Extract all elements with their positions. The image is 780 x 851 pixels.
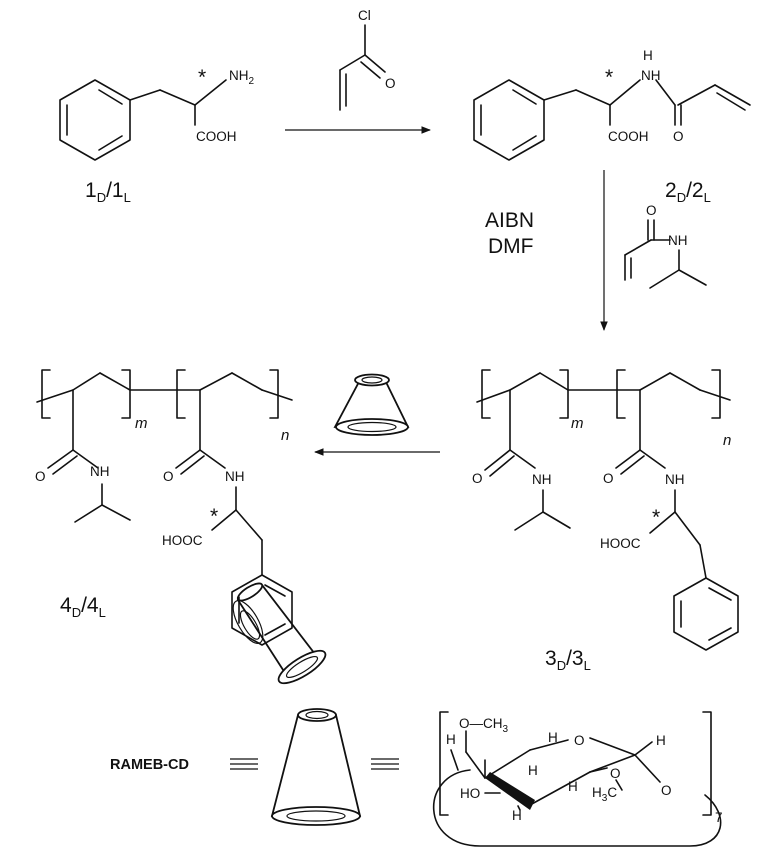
cyclodextrin-icon <box>333 373 410 436</box>
hydroxyl-label: HO <box>460 786 480 801</box>
amide-o-4a: O <box>35 469 46 484</box>
stereo-star-1: * <box>198 66 206 89</box>
condition-aibn: AIBN <box>485 209 534 232</box>
ring-h-bottom: H <box>512 808 522 823</box>
ring-h-left: H <box>446 732 456 747</box>
methoxy2-oxygen: O <box>610 766 621 781</box>
label-compound-4: 4D/4L <box>60 594 106 620</box>
carbonyl-o-2: O <box>673 129 684 144</box>
amide-h-2: H <box>643 48 653 63</box>
methoxy-label: O—CH3 <box>459 716 509 735</box>
reagent-acryloyl-chloride: Cl O <box>339 8 396 111</box>
acid-label-3: HOOC <box>600 536 641 551</box>
repeat-n-4: n <box>281 427 289 444</box>
amide-o-3b: O <box>603 471 614 486</box>
nipam-nh: NH <box>668 233 688 248</box>
label-compound-1: 1D/1L <box>85 179 131 205</box>
compound-3-structure: m O NH n O NH * HOOC <box>472 369 739 651</box>
compound-1-structure: * NH2 COOH <box>59 66 255 161</box>
legend-rameb-cd: RAMEB-CD <box>110 757 189 773</box>
stereo-star-2: * <box>605 66 613 89</box>
label-compound-3: 3D/3L <box>545 647 591 673</box>
label-compound-2: 2D/2L <box>665 179 711 205</box>
amine-label-1: NH2 <box>229 68 255 87</box>
compound-2-structure: * H NH O COOH <box>473 48 751 161</box>
ring-h-right: H <box>656 733 666 748</box>
amide-n-2: NH <box>641 68 661 83</box>
ring-h-mid: H <box>528 763 538 778</box>
ring-h-lower: H <box>568 779 578 794</box>
condition-dmf: DMF <box>488 235 534 258</box>
equivalence-sign-1 <box>230 758 258 770</box>
amide-nh-3b: NH <box>665 472 685 487</box>
acid-label-1: COOH <box>196 129 237 144</box>
amide-o-3a: O <box>472 471 483 486</box>
stereo-star-3: * <box>652 506 660 529</box>
rameb-glucose-unit: 7 O—CH3 O H H H H O HO H H H3C O <box>432 711 723 847</box>
cyclodextrin-bound-icon <box>236 582 327 685</box>
cyclodextrin-legend-icon <box>270 708 362 826</box>
amide-o-4b: O <box>163 469 174 484</box>
repeat-count-7: 7 <box>715 810 723 825</box>
methoxy2-label: H3C <box>592 785 617 804</box>
acid-label-4: HOOC <box>162 533 203 548</box>
reagent-nipam: O NH <box>624 203 707 289</box>
stereo-star-4: * <box>210 505 218 528</box>
repeat-m-4: m <box>135 415 148 432</box>
ring-oxygen: O <box>574 733 585 748</box>
equivalence-sign-2 <box>371 758 399 770</box>
amide-nh-4b: NH <box>225 469 245 484</box>
amide-nh-3a: NH <box>532 472 552 487</box>
amide-nh-4a: NH <box>90 464 110 479</box>
nipam-carbonyl-o: O <box>646 203 657 218</box>
compound-4-structure: m O NH n O NH * HOOC <box>35 369 327 685</box>
repeat-n-3: n <box>723 432 731 449</box>
acid-label-2: COOH <box>608 129 649 144</box>
repeat-m-3: m <box>571 415 584 432</box>
carbonyl-o-reagent: O <box>385 76 396 91</box>
chlorine-label: Cl <box>358 8 371 23</box>
glycosidic-oxygen: O <box>661 783 672 798</box>
ring-h-top: H <box>548 730 558 745</box>
